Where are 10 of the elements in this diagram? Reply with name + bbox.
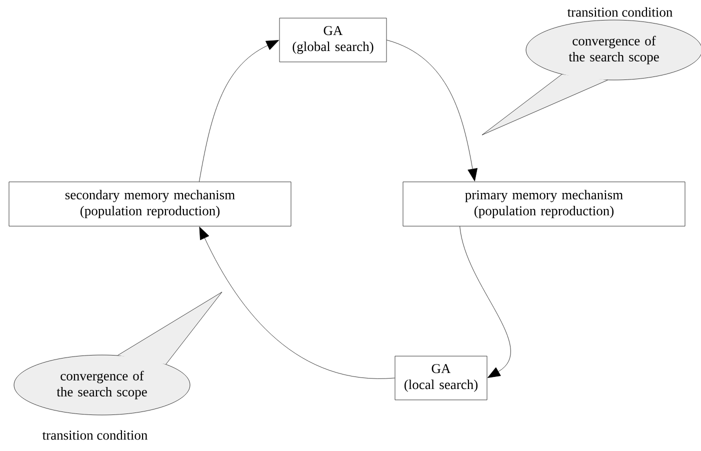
- process-box: GA (global search): [279, 18, 387, 62]
- process-box: secondary memory mechanism (population reproduction): [8, 182, 292, 226]
- callout-caption: transition condition: [567, 7, 672, 17]
- arrow: [386, 40, 478, 182]
- process-box: primary memory mechanism (population reproduction): [402, 182, 686, 226]
- arrow: [460, 226, 511, 378]
- callout-caption: transition condition: [42, 430, 148, 440]
- arrow: [199, 226, 395, 379]
- arrow: [199, 40, 279, 182]
- process-box: GA (local search): [394, 356, 488, 400]
